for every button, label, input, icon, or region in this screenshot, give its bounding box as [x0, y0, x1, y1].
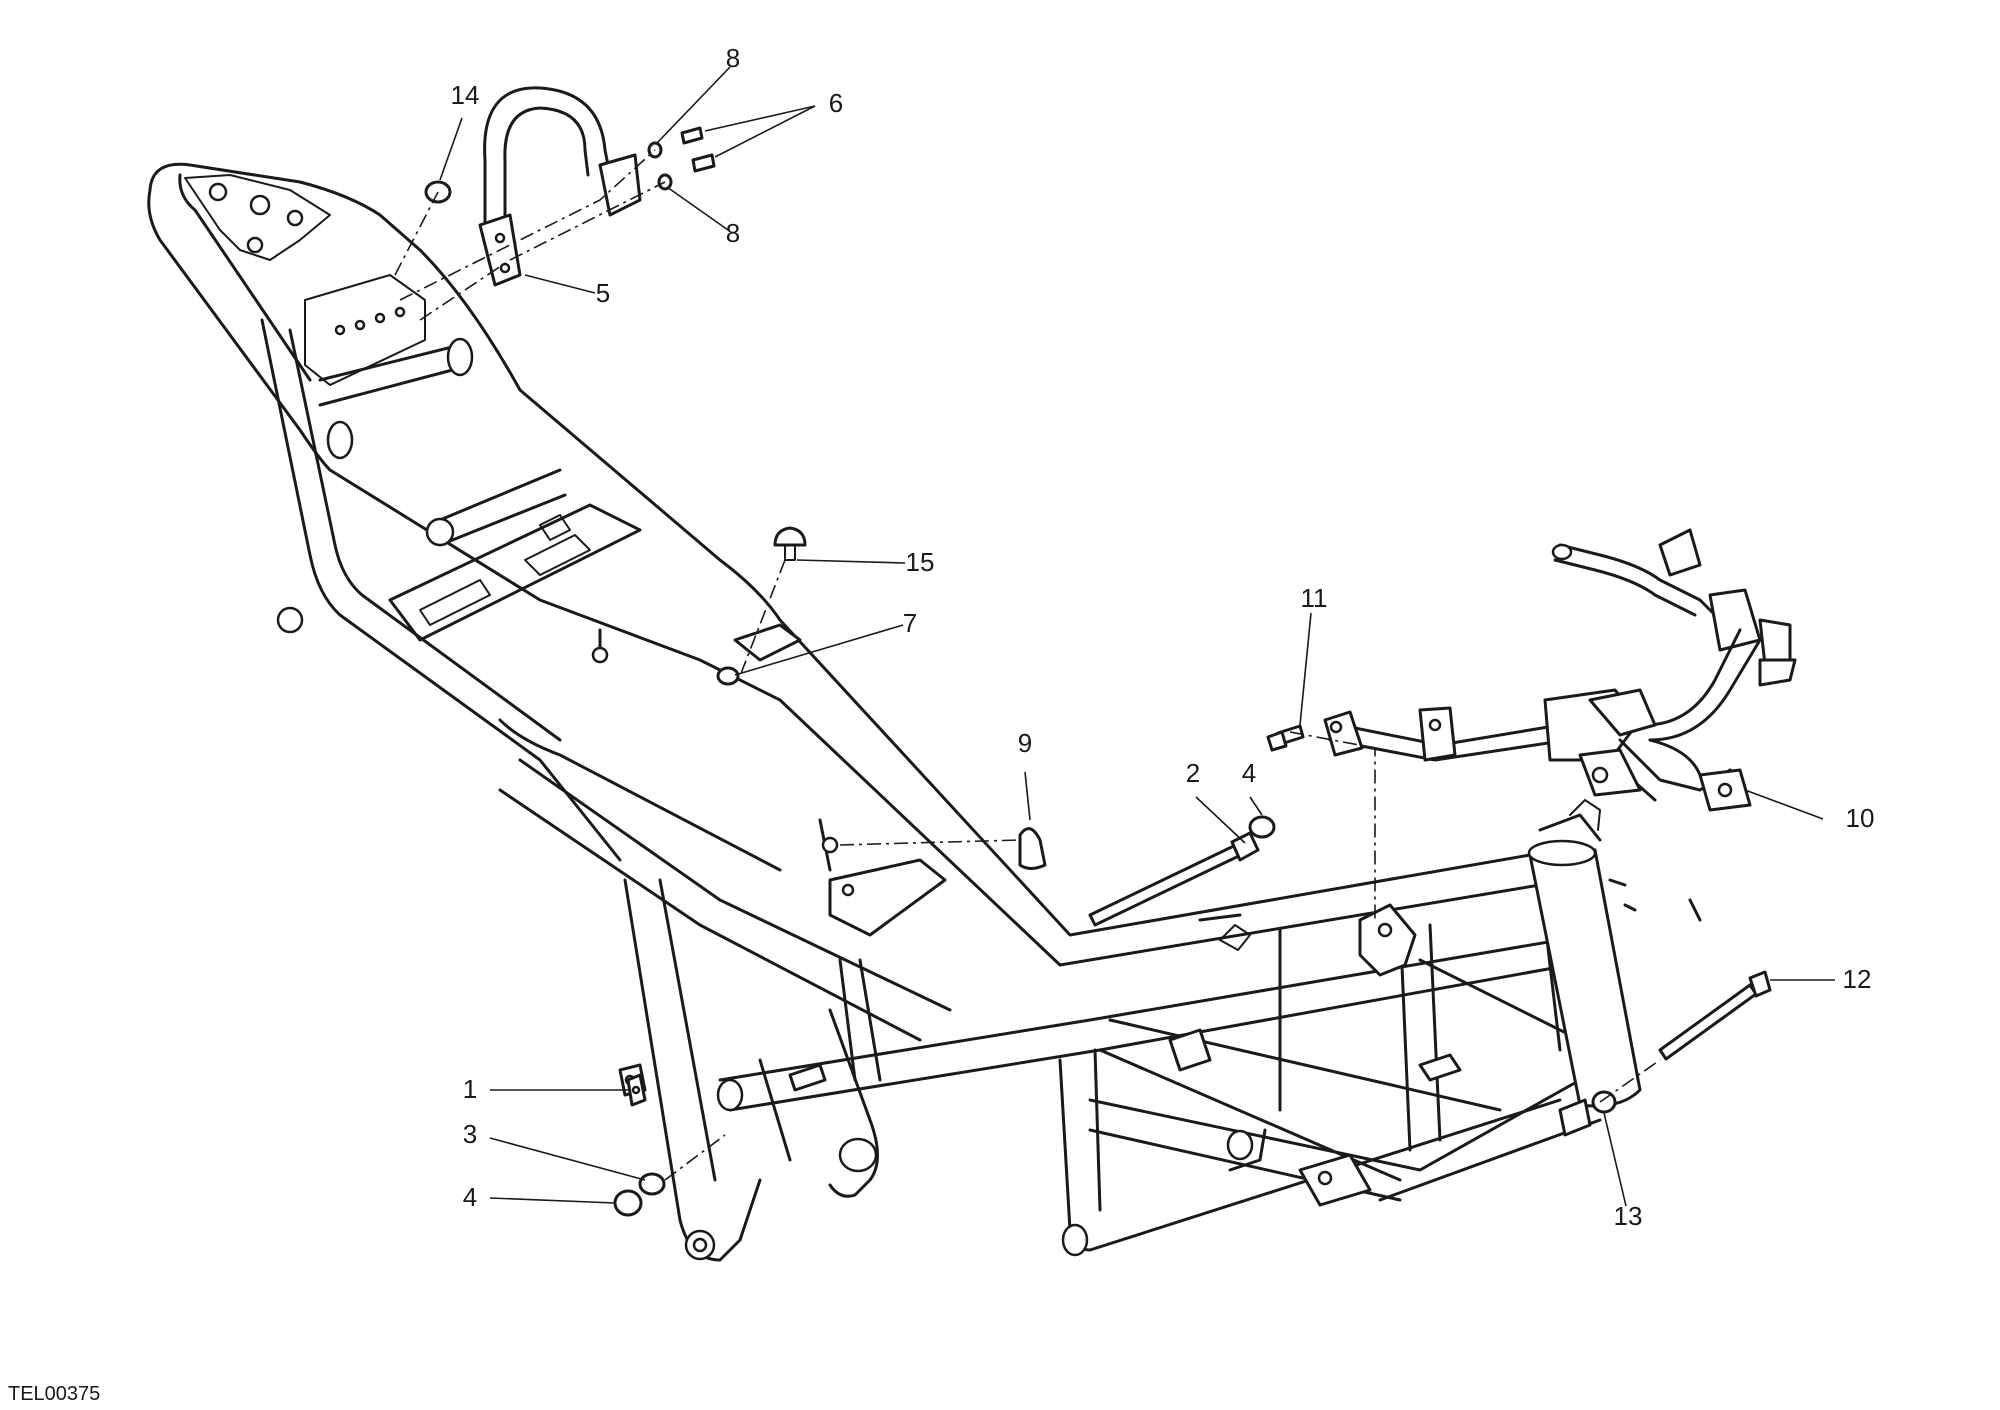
part-9-rubber [1018, 827, 1047, 870]
part-4-nut-upper [1248, 815, 1276, 839]
part-2-long-bolt [1088, 841, 1247, 927]
callout-3: 3 [463, 1119, 477, 1149]
drawing-code: TEL00375 [8, 1383, 100, 1405]
callout-13: 13 [1614, 1201, 1643, 1231]
callout-5: 5 [596, 278, 610, 308]
callout-14: 14 [451, 80, 480, 110]
part-4-cap-lower [613, 1189, 643, 1217]
callout-4-lower: 4 [463, 1182, 477, 1212]
main-frame [147, 162, 1702, 1262]
callout-12: 12 [1843, 964, 1872, 994]
callout-7: 7 [903, 608, 917, 638]
grab-handle [478, 86, 642, 287]
callout-8-lower: 8 [726, 218, 740, 248]
leader-lines [439, 66, 1835, 1207]
callout-6: 6 [829, 88, 843, 118]
front-subframe [1323, 528, 1797, 812]
callout-8-upper: 8 [726, 43, 740, 73]
callout-10: 10 [1846, 803, 1875, 833]
callout-2: 2 [1186, 758, 1200, 788]
part-3-spacer [638, 1172, 666, 1196]
part-7-nut [716, 666, 740, 686]
callout-9: 9 [1018, 728, 1032, 758]
small-parts [424, 126, 1772, 1217]
part-13-nut [1591, 1090, 1617, 1114]
callout-labels: 1 2 3 4 4 5 6 7 8 8 9 10 11 12 13 14 15 [451, 43, 1875, 1231]
part-15-button-plug [773, 526, 807, 547]
part-6-screw-upper [680, 126, 704, 145]
assembly-axis-lines [394, 149, 1661, 1181]
part-6-screw-lower [691, 153, 716, 173]
callout-15: 15 [906, 547, 935, 577]
callout-4-upper: 4 [1242, 758, 1256, 788]
callout-1: 1 [463, 1074, 477, 1104]
callout-11: 11 [1301, 583, 1328, 613]
part-12-bolt [1658, 983, 1758, 1061]
